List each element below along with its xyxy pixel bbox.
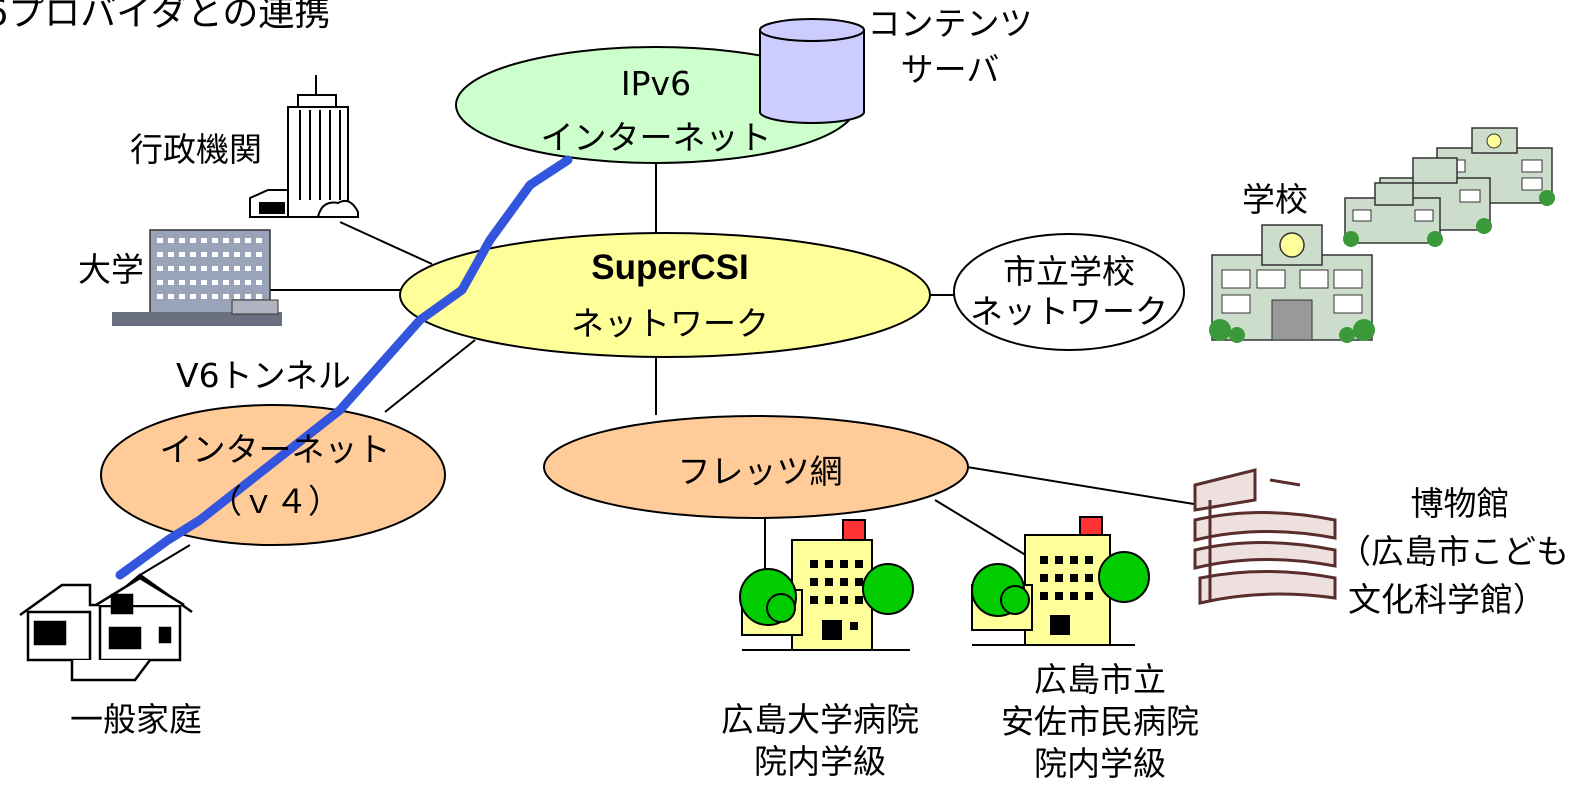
school-network-label-2: ネットワーク bbox=[970, 292, 1168, 331]
server-icon bbox=[759, 18, 865, 124]
v6-tunnel-line bbox=[115, 155, 573, 580]
hospital-2-label-1: 広島市立 bbox=[1034, 660, 1166, 699]
supercsi-network-label: ネットワーク bbox=[571, 304, 769, 343]
school-icons bbox=[1209, 127, 1555, 343]
hospital-2-icon bbox=[971, 516, 1150, 646]
school-label: 学校 bbox=[1242, 180, 1308, 219]
hospital-1-label-1: 広島大学病院 bbox=[721, 700, 919, 739]
house-icon bbox=[19, 573, 193, 682]
hospital-2-label-2: 安佐市民病院 bbox=[1001, 702, 1199, 741]
government-building-icon bbox=[249, 75, 359, 218]
museum-label-1: 博物館 bbox=[1410, 484, 1510, 523]
ipv6-label: IPv6 bbox=[620, 64, 692, 103]
flets-node bbox=[543, 415, 969, 519]
link-flets-museum bbox=[966, 466, 1201, 506]
page-title: v6プロバイダとの連携 bbox=[0, 0, 331, 34]
link-v4-home bbox=[139, 544, 191, 576]
university-building-icon bbox=[112, 229, 282, 326]
content-server-label-2: サーバ bbox=[900, 50, 1000, 89]
link-government-supercsi bbox=[339, 221, 433, 265]
hospital-2-label-3: 院内学級 bbox=[1034, 744, 1166, 783]
museum-label-2: （広島市こども bbox=[1338, 532, 1569, 571]
museum-label-3: 文化科学館） bbox=[1348, 580, 1546, 619]
internet-v4-node bbox=[100, 404, 446, 546]
flets-label: フレッツ網 bbox=[677, 452, 843, 491]
university-label: 大学 bbox=[78, 250, 144, 289]
link-v4-supercsi bbox=[384, 339, 476, 413]
hospital-1-label-2: 院内学級 bbox=[754, 742, 886, 781]
hospital-1-icon bbox=[739, 519, 914, 651]
ipv6-internet-label: インターネット bbox=[540, 118, 772, 157]
supercsi-network-node bbox=[399, 232, 931, 358]
government-label: 行政機関 bbox=[130, 130, 262, 169]
internet-v4-label: インターネット bbox=[159, 430, 391, 469]
home-label: 一般家庭 bbox=[70, 700, 202, 739]
school-network-label-1: 市立学校 bbox=[1003, 252, 1135, 291]
content-server-label-1: コンテンツ bbox=[867, 4, 1033, 43]
museum-icon bbox=[1193, 468, 1337, 605]
internet-v4-sub-label: （ｖ４） bbox=[209, 482, 341, 521]
supercsi-label: SuperCSI bbox=[591, 248, 749, 287]
tunnel-label: V6トンネル bbox=[176, 356, 351, 395]
school-network-node bbox=[953, 233, 1185, 351]
